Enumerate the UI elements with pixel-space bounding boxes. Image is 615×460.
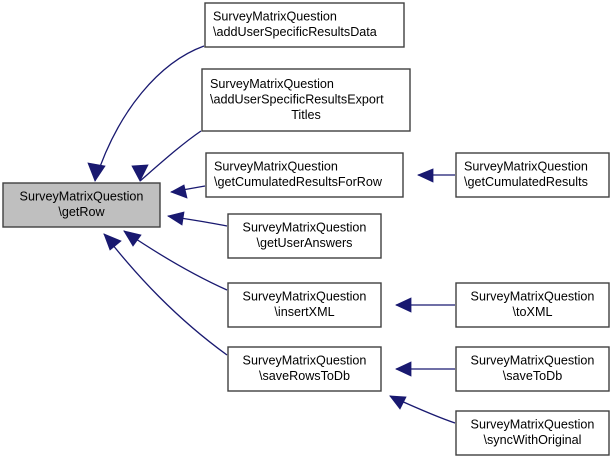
arrowhead-icon: [395, 361, 412, 377]
edge-line: [139, 130, 202, 182]
node-getUserAnswers[interactable]: SurveyMatrixQuestion\getUserAnswers: [227, 213, 382, 259]
node-getCumulatedResults[interactable]: SurveyMatrixQuestion\getCumulatedResults: [455, 152, 610, 198]
node-label-line: \saveRowsToDb: [259, 369, 350, 383]
node-box[interactable]: [227, 282, 382, 328]
node-label-line: \addUserSpecificResultsExport: [210, 92, 384, 106]
arrowhead-icon: [87, 162, 106, 182]
arrowhead-icon: [416, 168, 434, 183]
edge-getCumulatedResultsForRow-to-getRow: [170, 184, 206, 199]
edge-syncWithOriginal-to-saveRowsToDb: [389, 395, 456, 424]
node-label-line: SurveyMatrixQuestion: [471, 354, 595, 368]
arrowhead-icon: [103, 233, 122, 251]
edge-getCumulatedResults-to-getCumulatedResultsForRow: [416, 168, 455, 183]
node-label-line: SurveyMatrixQuestion: [20, 190, 144, 204]
node-box[interactable]: [227, 213, 382, 259]
edge-line: [94, 45, 205, 182]
node-label-line: SurveyMatrixQuestion: [214, 160, 338, 174]
node-label-line: \saveToDb: [503, 369, 563, 383]
arrowhead-icon: [389, 395, 407, 410]
node-getRow[interactable]: SurveyMatrixQuestion\getRow: [2, 182, 161, 228]
arrowhead-icon: [123, 230, 142, 247]
edge-line: [123, 230, 228, 291]
node-toXML[interactable]: SurveyMatrixQuestion\toXML: [455, 282, 610, 328]
edge-saveToDb-to-saveRowsToDb: [395, 361, 455, 377]
node-label-line: SurveyMatrixQuestion: [471, 418, 595, 432]
node-label-line: \insertXML: [274, 305, 334, 319]
node-label-line: \getRow: [58, 205, 105, 219]
node-box[interactable]: [455, 346, 610, 392]
node-getCumulatedResultsForRow[interactable]: SurveyMatrixQuestion\getCumulatedResults…: [205, 152, 404, 198]
edge-toXML-to-insertXML: [395, 297, 455, 313]
node-box[interactable]: [204, 2, 405, 48]
edge-line: [103, 233, 228, 356]
arrowhead-icon: [131, 164, 149, 182]
node-box[interactable]: [455, 152, 610, 198]
node-saveRowsToDb[interactable]: SurveyMatrixQuestion\saveRowsToDb: [227, 346, 382, 392]
edge-insertXML-to-getRow: [123, 230, 228, 291]
arrowhead-icon: [167, 211, 185, 226]
node-label-line: SurveyMatrixQuestion: [210, 77, 334, 91]
node-box[interactable]: [455, 282, 610, 328]
edge-addUserSpecificResultsExportTitles-to-getRow: [131, 130, 202, 182]
node-label-line: \syncWithOriginal: [484, 433, 582, 447]
edge-addUserSpecificResultsData-to-getRow: [87, 45, 205, 182]
node-label-line: SurveyMatrixQuestion: [243, 290, 367, 304]
node-addUserSpecificResultsData[interactable]: SurveyMatrixQuestion\addUserSpecificResu…: [204, 2, 405, 48]
node-label-line: Titles: [291, 108, 321, 122]
node-label-line: SurveyMatrixQuestion: [213, 10, 337, 24]
node-label-line: SurveyMatrixQuestion: [243, 221, 367, 235]
node-label-line: \getCumulatedResultsForRow: [214, 175, 383, 189]
node-label-line: SurveyMatrixQuestion: [471, 290, 595, 304]
node-label-line: SurveyMatrixQuestion: [464, 160, 588, 174]
arrowhead-icon: [395, 297, 412, 313]
node-box[interactable]: [227, 346, 382, 392]
node-label-line: SurveyMatrixQuestion: [243, 354, 367, 368]
node-label-line: \getUserAnswers: [257, 236, 353, 250]
node-insertXML[interactable]: SurveyMatrixQuestion\insertXML: [227, 282, 382, 328]
node-label-line: \getCumulatedResults: [464, 175, 588, 189]
node-addUserSpecificResultsExportTitles[interactable]: SurveyMatrixQuestion\addUserSpecificResu…: [201, 68, 411, 132]
node-saveToDb[interactable]: SurveyMatrixQuestion\saveToDb: [455, 346, 610, 392]
edges-layer: [87, 45, 456, 424]
node-box[interactable]: [2, 182, 161, 228]
node-box[interactable]: [205, 152, 404, 198]
edge-getUserAnswers-to-getRow: [167, 211, 228, 227]
node-box[interactable]: [201, 68, 411, 132]
nodes-layer: SurveyMatrixQuestion\getRowSurveyMatrixQ…: [2, 2, 610, 456]
edge-saveRowsToDb-to-getRow: [103, 233, 228, 356]
arrowhead-icon: [170, 184, 188, 199]
node-syncWithOriginal[interactable]: SurveyMatrixQuestion\syncWithOriginal: [455, 410, 610, 456]
node-label-line: \toXML: [513, 305, 553, 319]
node-label-line: \addUserSpecificResultsData: [213, 25, 377, 39]
node-box[interactable]: [455, 410, 610, 456]
